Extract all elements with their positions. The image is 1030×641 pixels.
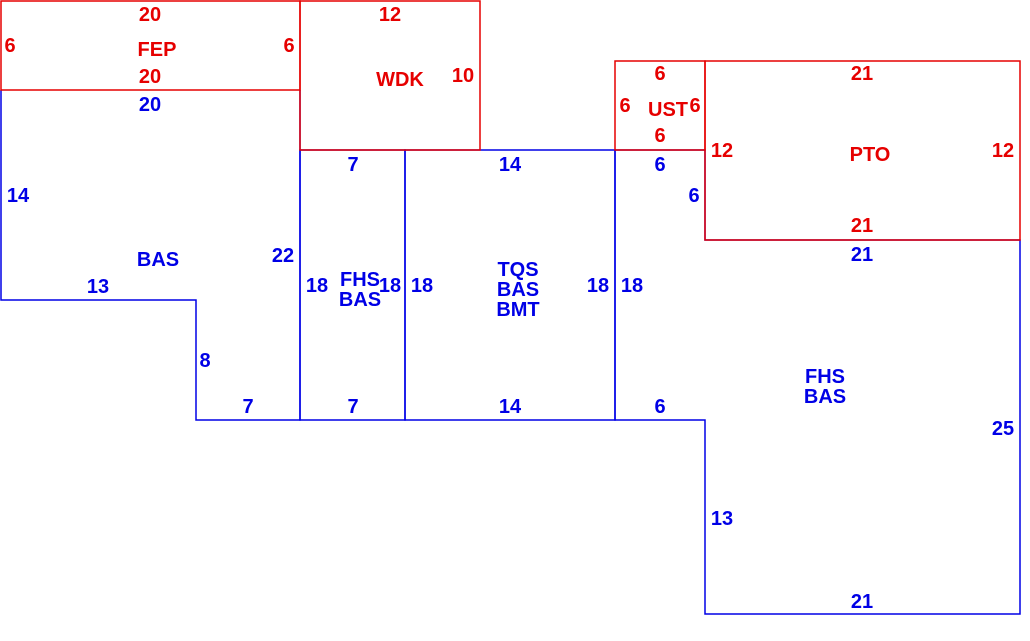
fhs-narrow-code-1: FHS [340, 269, 380, 291]
fhs-narrow-dim-top: 7 [347, 154, 358, 176]
bas-left-dim-left: 14 [7, 185, 30, 207]
pto-dim-top: 21 [851, 63, 873, 85]
fep-area: 20 FEP 20 6 6 [4, 4, 294, 88]
fep-dim-top: 20 [139, 4, 161, 26]
bas-left-dim-right: 22 [272, 245, 294, 267]
tqs-dim-right: 18 [587, 275, 609, 297]
fhs-large-code-1: FHS [805, 366, 845, 388]
fep-code: FEP [138, 39, 177, 61]
pto-dim-left: 12 [711, 140, 733, 162]
wdk-dim-top: 12 [379, 4, 401, 26]
fhs-large-dim-top-small: 6 [654, 154, 665, 176]
tqs-dim-top: 14 [499, 154, 522, 176]
pto-dim-right: 12 [992, 140, 1014, 162]
tqs-area: 14 14 18 18 TQS BAS BMT [411, 154, 609, 418]
fhs-narrow-dim-left: 18 [306, 275, 328, 297]
tqs-code-1: TQS [497, 259, 538, 281]
bas-left-dim-inner-bottom: 13 [87, 276, 109, 298]
wdk-outline[interactable] [299, 0, 481, 151]
ust-dim-left: 6 [619, 95, 630, 117]
tqs-code-2: BAS [497, 279, 539, 301]
pto-area: 21 PTO 21 12 12 [711, 63, 1014, 237]
fhs-large-dim-bottom: 21 [851, 591, 873, 613]
bas-left-dim-step: 8 [199, 350, 210, 372]
fhs-narrow-dim-right: 18 [379, 275, 401, 297]
bas-left-dim-bottom: 7 [242, 396, 253, 418]
fhs-narrow-code-2: BAS [339, 289, 381, 311]
tqs-code-3: BMT [496, 299, 539, 321]
fep-dim-left: 6 [4, 35, 15, 57]
pto-outline[interactable] [704, 60, 1021, 241]
tqs-dim-bottom: 14 [499, 396, 522, 418]
pto-dim-bottom: 21 [851, 215, 873, 237]
fhs-large-dim-left-upper: 18 [621, 275, 643, 297]
wdk-code: WDK [376, 69, 424, 91]
fhs-large-dim-right: 25 [992, 418, 1014, 440]
fhs-narrow-dim-bottom: 7 [347, 396, 358, 418]
fhs-bas-large-area: 18 6 6 21 25 21 13 6 FHS BAS [621, 154, 1014, 613]
fep-dim-bottom: 20 [139, 66, 161, 88]
fhs-large-dim-top: 21 [851, 244, 873, 266]
addition-area-outlines [0, 0, 1021, 241]
bas-left-dim-top: 20 [139, 94, 161, 116]
fhs-large-dim-inner-bottom: 6 [654, 396, 665, 418]
wdk-area: 12 WDK 10 [376, 4, 474, 91]
ust-dim-top: 6 [654, 63, 665, 85]
wdk-dim-right: 10 [452, 65, 474, 87]
bas-left-code: BAS [137, 249, 179, 271]
ust-dim-right: 6 [689, 95, 700, 117]
fhs-large-dim-left-lower: 13 [711, 508, 733, 530]
tqs-dim-left: 18 [411, 275, 433, 297]
fhs-bas-narrow-area: 7 7 18 18 FHS BAS [306, 154, 401, 418]
fep-dim-right: 6 [283, 35, 294, 57]
bas-left-area: 20 14 BAS 13 8 7 22 [7, 94, 294, 418]
fhs-large-dim-notch: 6 [688, 185, 699, 207]
ust-dim-bottom: 6 [654, 125, 665, 147]
fhs-large-code-2: BAS [804, 386, 846, 408]
ust-area: 6 UST 6 6 6 [619, 63, 700, 147]
ust-code: UST [648, 99, 688, 121]
pto-code: PTO [850, 144, 891, 166]
